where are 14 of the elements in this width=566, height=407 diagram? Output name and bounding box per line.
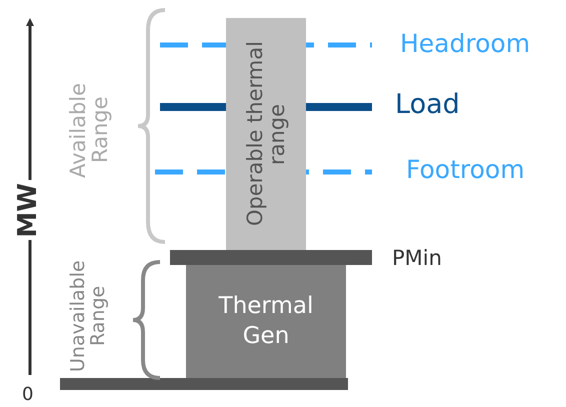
footroom-label: Footroom [406,155,525,184]
bar-label: Operable thermal range [244,40,288,228]
range-label: Unavailable Range [69,259,109,374]
range-label: Available Range [66,81,112,180]
headroom-label: Headroom [400,29,530,58]
pmin-bar [170,250,372,265]
box-label: Thermal Gen [218,292,314,350]
base-bar [60,378,348,390]
load-label: Load [395,89,460,120]
axis-label: MW [15,183,42,238]
thermal-gen-box [186,265,346,378]
pmin-label: PMin [392,246,442,270]
operable-range-bar [226,18,306,250]
axis-origin-label: 0 [22,384,34,405]
